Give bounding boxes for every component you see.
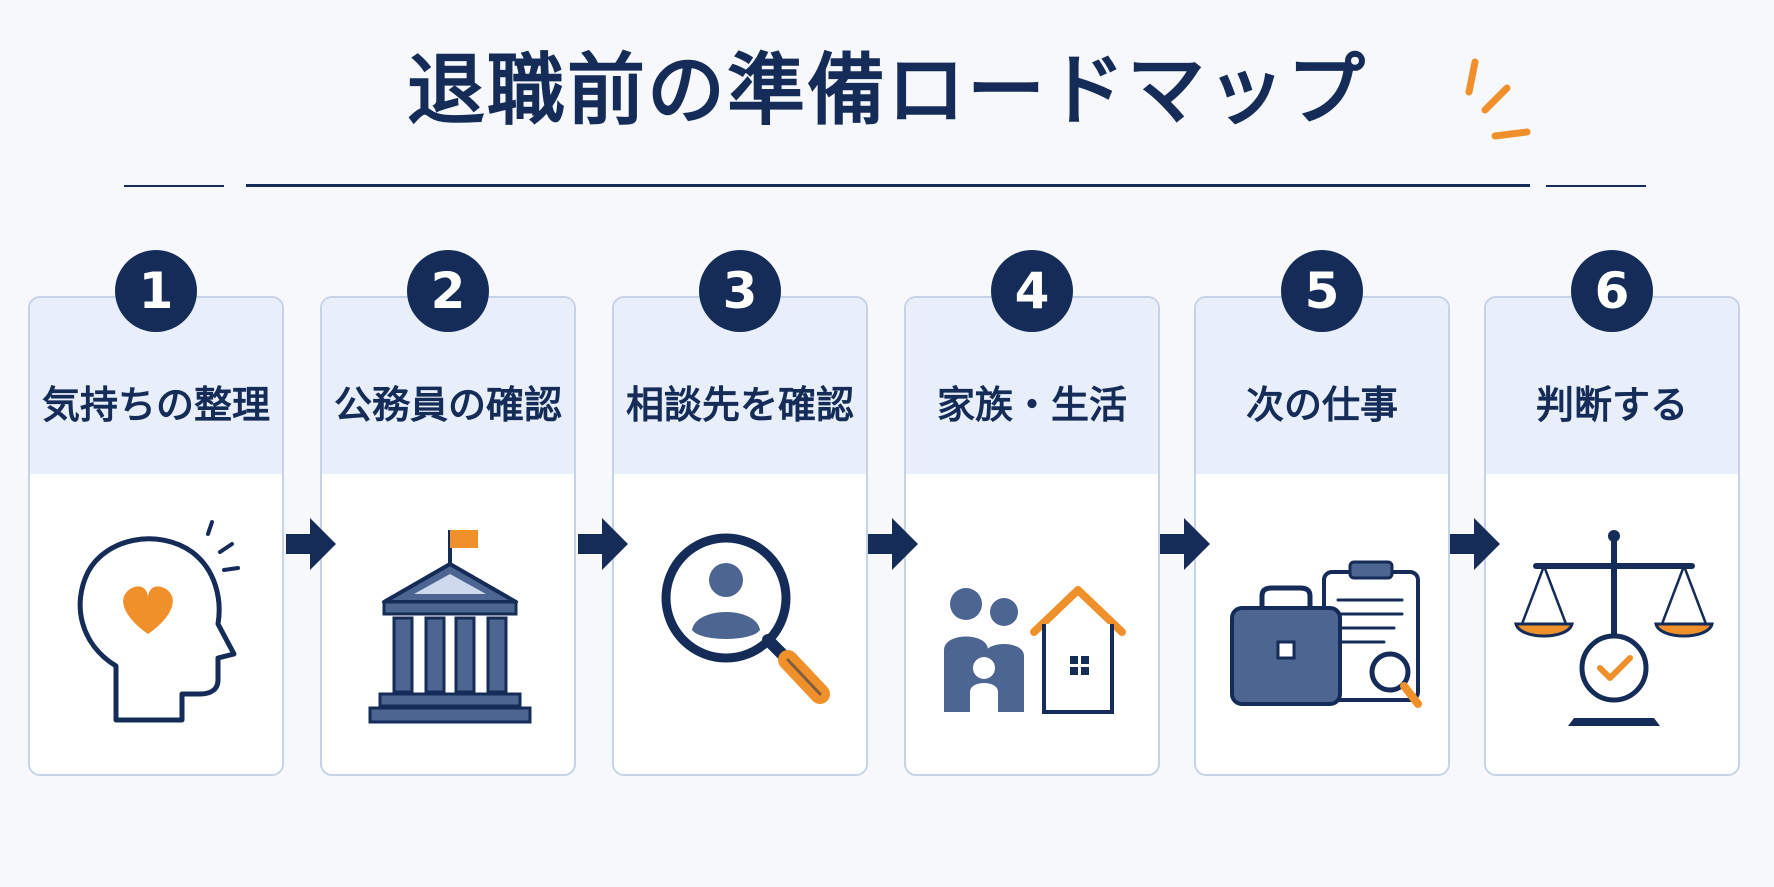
magnifier-person-icon (661, 533, 830, 704)
arrow-right-icon (1450, 518, 1500, 570)
arrow-right-icon (578, 518, 628, 570)
step-label: 判断する (1535, 383, 1688, 427)
step-label: 公務員の確認 (333, 383, 562, 427)
sparkle-icon (1465, 58, 1531, 140)
step-card-6: 判断する (1484, 296, 1740, 776)
page-title: 退職前の準備ロードマップ (406, 46, 1367, 136)
head-heart-icon (77, 520, 240, 723)
step-card-5: 次の仕事 (1194, 296, 1450, 776)
step-number-badge: 4 (991, 250, 1073, 332)
step-label: 家族・生活 (936, 383, 1127, 427)
step-card-2: 公務員の確認 (320, 296, 576, 776)
step-label: 気持ちの整理 (41, 383, 270, 427)
step-number-badge: 2 (407, 250, 489, 332)
briefcase-clipboard-icon (1230, 560, 1422, 708)
step-number-badge: 5 (1281, 250, 1363, 332)
step-label: 次の仕事 (1245, 383, 1398, 427)
government-building-icon (368, 530, 532, 724)
title-rule-right (1546, 185, 1646, 187)
step-number-badge: 6 (1571, 250, 1653, 332)
arrow-right-icon (868, 518, 918, 570)
step-label: 相談先を確認 (625, 383, 854, 427)
arrow-right-icon (286, 518, 336, 570)
title-rule-left (124, 185, 224, 187)
step-number-badge: 3 (699, 250, 781, 332)
step-card-1: 気持ちの整理 (28, 296, 284, 776)
title-rule (246, 184, 1530, 187)
arrow-right-icon (1160, 518, 1210, 570)
step-card-4: 家族・生活 (904, 296, 1160, 776)
family-house-icon (944, 586, 1126, 714)
step-card-3: 相談先を確認 (612, 296, 868, 776)
step-number-badge: 1 (115, 250, 197, 332)
scales-check-icon (1514, 530, 1714, 726)
